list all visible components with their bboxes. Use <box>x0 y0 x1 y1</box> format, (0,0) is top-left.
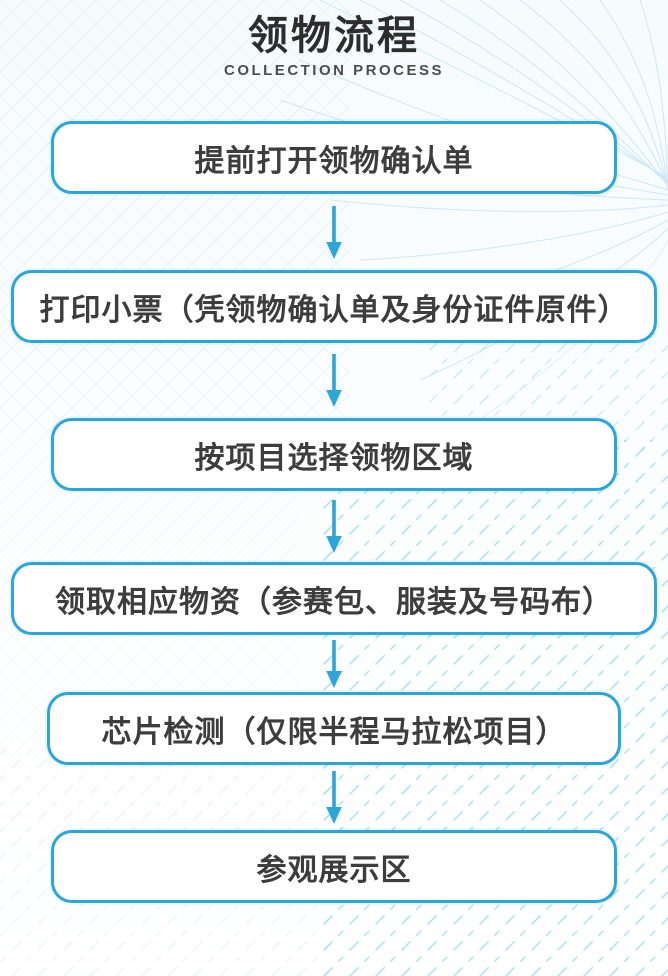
flow-step-1-label: 提前打开领物确认单 <box>194 144 474 178</box>
flow-step-4-label: 领取相应物资（参赛包、服装及号码布） <box>55 585 613 619</box>
arrow-down-icon <box>326 500 342 553</box>
flow-step-1: 提前打开领物确认单 <box>51 121 617 194</box>
flow-step-2-label: 打印小票（凭领物确认单及身份证件原件） <box>39 293 629 327</box>
arrow-down-icon <box>326 771 342 824</box>
flow-connector-3 <box>325 491 343 562</box>
page-title: 领物流程 <box>248 14 420 58</box>
flow-connector-4 <box>325 635 343 692</box>
flow-step-4: 领取相应物资（参赛包、服装及号码布） <box>11 562 657 635</box>
page-header: 领物流程 COLLECTION PROCESS <box>0 12 668 79</box>
flow-step-6: 参观展示区 <box>51 830 617 903</box>
flow-step-2: 打印小票（凭领物确认单及身份证件原件） <box>11 270 657 343</box>
content-column: 领物流程 COLLECTION PROCESS 提前打开领物确认单 打印小票（凭… <box>0 12 668 903</box>
flow-connector-5 <box>325 765 343 830</box>
flow-step-5-label: 芯片检测（仅限半程马拉松项目） <box>101 715 567 749</box>
flowchart: 提前打开领物确认单 打印小票（凭领物确认单及身份证件原件） 按项目选择领物区域 <box>0 121 668 903</box>
flow-step-3: 按项目选择领物区域 <box>51 418 617 491</box>
page-subtitle: COLLECTION PROCESS <box>223 62 444 79</box>
arrow-down-icon <box>326 639 342 688</box>
flow-step-3-label: 按项目选择领物区域 <box>194 441 474 475</box>
flow-connector-1 <box>325 194 343 270</box>
flow-step-5: 芯片检测（仅限半程马拉松项目） <box>47 692 621 765</box>
flow-step-6-label: 参观展示区 <box>256 853 412 887</box>
flow-connector-2 <box>325 343 343 418</box>
arrow-down-icon <box>326 205 342 259</box>
arrow-down-icon <box>326 354 342 407</box>
